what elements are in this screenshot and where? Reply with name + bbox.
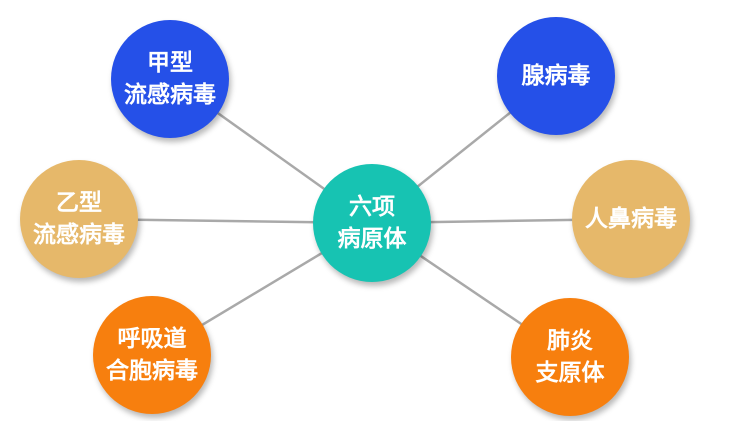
node-flu-a-line-1: 甲型 xyxy=(147,50,193,76)
center-label-line-2: 病原体 xyxy=(337,226,407,252)
node-flu-b-line-1: 乙型 xyxy=(56,190,102,216)
node-mycoplasma: 肺炎 支原体 xyxy=(511,298,629,416)
node-mycoplasma-line-2: 支原体 xyxy=(535,360,605,386)
node-rsv: 呼吸道 合胞病毒 xyxy=(93,296,211,414)
center-label-line-1: 六项 xyxy=(349,194,395,220)
node-adenovirus: 腺病毒 xyxy=(497,17,615,135)
node-flu-a-line-2: 流感病毒 xyxy=(124,82,216,108)
node-flu-b-line-2: 流感病毒 xyxy=(33,222,125,248)
node-adenovirus-line-1: 腺病毒 xyxy=(521,63,591,89)
node-rhinovirus-line-1: 人鼻病毒 xyxy=(585,206,677,232)
node-rsv-line-2: 合胞病毒 xyxy=(106,358,198,384)
node-rhinovirus: 人鼻病毒 xyxy=(572,160,690,278)
node-flu-a: 甲型 流感病毒 xyxy=(111,20,229,138)
node-flu-b: 乙型 流感病毒 xyxy=(20,160,138,278)
center-node: 六项 病原体 xyxy=(313,164,431,282)
node-mycoplasma-line-1: 肺炎 xyxy=(547,328,593,354)
node-rsv-line-1: 呼吸道 xyxy=(117,326,187,352)
